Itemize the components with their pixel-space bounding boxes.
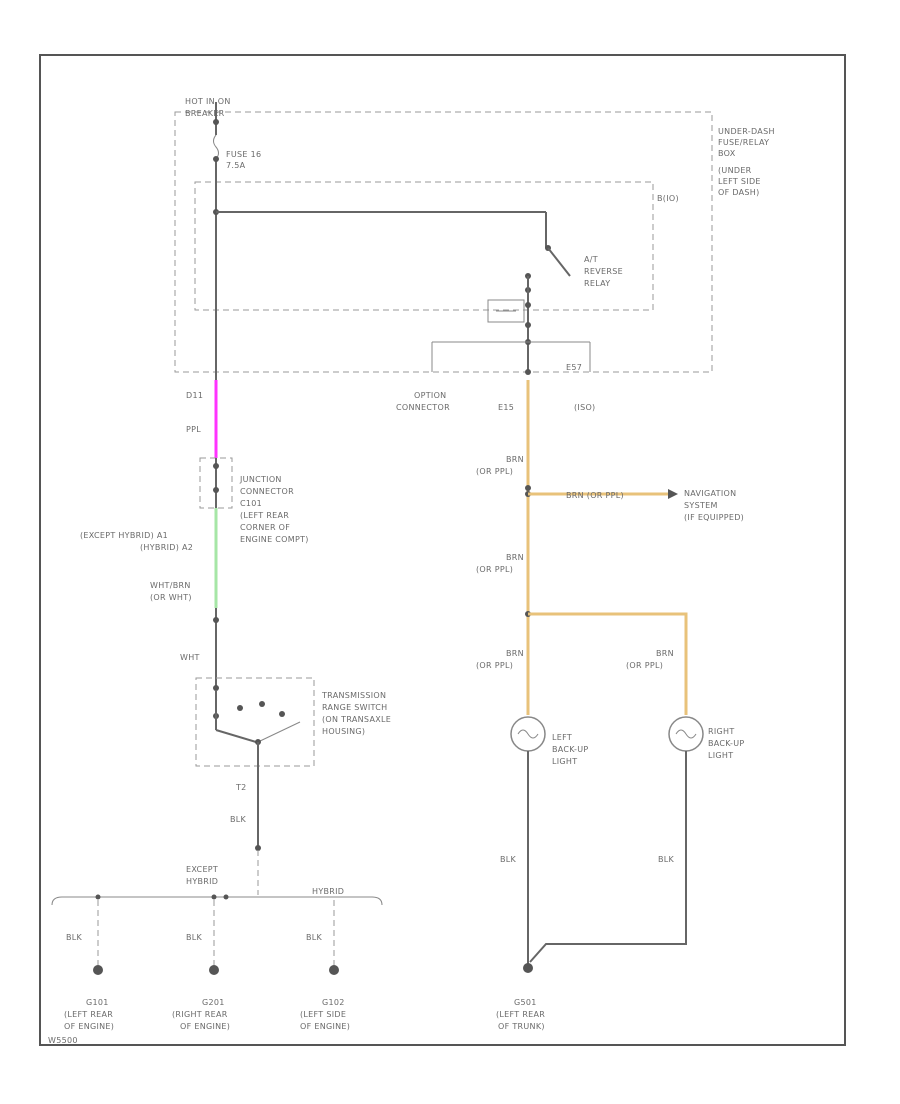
label-brn-nav: BRN (OR PPL) — [566, 491, 624, 500]
label-brn-1: BRN — [506, 455, 524, 464]
label-e57-top: E57 — [566, 363, 582, 372]
label-blk-g201: BLK — [186, 933, 203, 942]
label-underdash-1: FUSE/RELAY — [718, 138, 769, 147]
label-brn-3: BRN — [506, 649, 524, 658]
switch-contact — [215, 729, 257, 743]
label-wht-brn: WHT/BRN — [150, 581, 191, 590]
label-or-ppl-2: (OR PPL) — [476, 565, 513, 574]
relay-box — [194, 181, 654, 311]
label-junction-2: C101 — [240, 499, 262, 508]
label-left-backup-1: BACK-UP — [552, 745, 588, 754]
label-wht: WHT — [180, 653, 200, 662]
label-underdash-3: (UNDER — [718, 166, 752, 175]
label-option-connector-0: OPTION — [414, 391, 446, 400]
label-relay-1: REVERSE — [584, 267, 623, 276]
label-navigation-1: SYSTEM — [684, 501, 718, 510]
ground-g501 — [523, 963, 533, 973]
label-left-backup-2: LIGHT — [552, 757, 577, 766]
label-hot-in-on: HOT IN ON — [185, 97, 231, 106]
label-except-hybrid-0: EXCEPT — [186, 865, 218, 874]
diagram-frame — [39, 54, 846, 1046]
label-junction-3: (LEFT REAR — [240, 511, 289, 520]
label-g101-0: G101 — [86, 998, 109, 1007]
transmission-range-switch — [195, 677, 315, 767]
label-g201-1: (RIGHT REAR — [172, 1010, 228, 1019]
label-blk-g101: BLK — [66, 933, 83, 942]
label-g501-0: G501 — [514, 998, 537, 1007]
label-g501-2: OF TRUNK) — [498, 1022, 545, 1031]
label-blk-left-light: BLK — [500, 855, 517, 864]
label-or-ppl-4: (OR PPL) — [626, 661, 663, 670]
label-blk-right-light: BLK — [658, 855, 675, 864]
label-right-backup-0: RIGHT — [708, 727, 735, 736]
label-conn-d11: D11 — [186, 391, 203, 400]
label-junction-0: JUNCTION — [239, 475, 282, 484]
label-navigation-0: NAVIGATION — [684, 489, 736, 498]
label-fuse: FUSE 16 — [226, 150, 261, 159]
label-underdash-5: OF DASH) — [718, 188, 760, 197]
label-relay-2: RELAY — [584, 279, 611, 288]
ground-g101 — [93, 965, 103, 975]
label-g101-1: (LEFT REAR — [64, 1010, 113, 1019]
arrow-navigation — [668, 489, 678, 499]
label-trans-switch-3: HOUSING) — [322, 727, 365, 736]
label-g102-1: (LEFT SIDE — [300, 1010, 346, 1019]
label-navigation-2: (IF EQUIPPED) — [684, 513, 744, 522]
label-g201-2: OF ENGINE) — [180, 1022, 230, 1031]
label-junction-1: CONNECTOR — [240, 487, 294, 496]
label-g101-2: OF ENGINE) — [64, 1022, 114, 1031]
label-underdash-4: LEFT SIDE — [718, 177, 761, 186]
relay-contact — [547, 247, 571, 277]
label-brn-4: BRN — [656, 649, 674, 658]
label-e15: E15 — [498, 403, 514, 412]
label-except-hybrid-1: HYBRID — [186, 877, 218, 886]
label-or-wht: (OR WHT) — [150, 593, 192, 602]
label-blk-left: BLK — [230, 815, 247, 824]
label-or-ppl-1: (OR PPL) — [476, 467, 513, 476]
label-g501-1: (LEFT REAR — [496, 1010, 545, 1019]
label-underdash-2: BOX — [718, 149, 736, 158]
label-g201-0: G201 — [202, 998, 225, 1007]
relay-coil — [487, 299, 525, 323]
label-g102-2: OF ENGINE) — [300, 1022, 350, 1031]
ground-bus — [51, 896, 383, 906]
label-ppl: PPL — [186, 425, 201, 434]
label-trans-switch-0: TRANSMISSION — [321, 691, 386, 700]
ground-g201 — [209, 965, 219, 975]
label-option-connector-1: CONNECTOR — [396, 403, 450, 412]
label-e57-sub: (ISO) — [574, 403, 595, 412]
label-hybrid: HYBRID — [312, 887, 344, 896]
label-or-ppl-3: (OR PPL) — [476, 661, 513, 670]
label-right-backup-2: LIGHT — [708, 751, 733, 760]
label-hybrid-a2: (HYBRID) A2 — [140, 543, 193, 552]
label-left-backup-0: LEFT — [552, 733, 572, 742]
label-fuse-amp: 7.5A — [226, 161, 246, 170]
label-box-ref: B(IO) — [657, 194, 679, 203]
wire-brn-right — [528, 612, 688, 715]
label-trans-switch-2: (ON TRANSAXLE — [322, 715, 391, 724]
label-trans-switch-1: RANGE SWITCH — [322, 703, 387, 712]
label-g102-0: G102 — [322, 998, 345, 1007]
label-right-backup-1: BACK-UP — [708, 739, 744, 748]
underdash-fuse-box — [174, 111, 713, 373]
label-underdash-0: UNDER-DASH — [718, 127, 775, 136]
label-junction-4: CORNER OF — [240, 523, 290, 532]
label-junction-5: ENGINE COMPT) — [240, 535, 309, 544]
label-relay-0: A/T — [584, 255, 598, 264]
label-fig-code: W5500 — [48, 1036, 78, 1045]
fuse-symbol — [213, 134, 219, 160]
label-breaker: BREAKER — [185, 109, 225, 118]
ground-g102 — [329, 965, 339, 975]
wire-blk-right-light — [529, 751, 687, 963]
label-brn-2: BRN — [506, 553, 524, 562]
label-t2: T2 — [235, 783, 247, 792]
label-blk-g102: BLK — [306, 933, 323, 942]
label-except-hybrid-a1: (EXCEPT HYBRID) A1 — [80, 531, 168, 540]
